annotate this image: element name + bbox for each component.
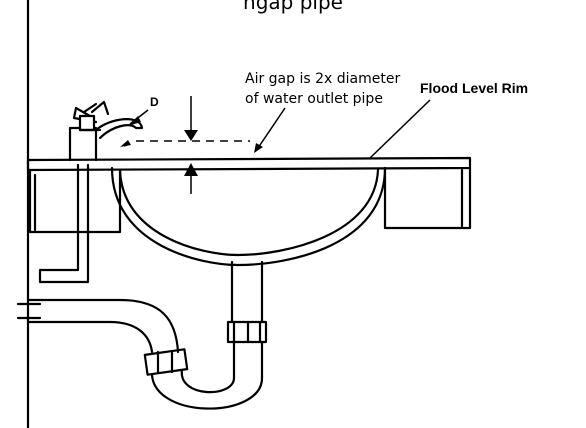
- airgap-up-arrowhead: [184, 163, 198, 176]
- p-trap-inner: [180, 368, 236, 394]
- supply-line: [38, 163, 90, 284]
- countertop: [26, 156, 472, 172]
- faucet-stem: [78, 114, 96, 132]
- faucet-spout: [94, 118, 144, 140]
- wall-escutcheon: [16, 302, 42, 320]
- p-trap-outer: [150, 368, 264, 410]
- sink-basin-inner: [118, 168, 380, 257]
- cabinet-front: [28, 168, 122, 234]
- airgap-down-arrowhead: [184, 130, 198, 141]
- flood-rim-leader-line: [369, 99, 431, 159]
- diameter-label: D: [150, 95, 159, 109]
- flood-level-rim-label: Flood Level Rim: [420, 80, 529, 96]
- airgap-note-line2: of water outlet pipe: [245, 91, 383, 107]
- faucet-handle: [72, 100, 110, 124]
- sink-basin-outer: [110, 166, 387, 267]
- cropped-title-text: ngap pipe: [243, 0, 343, 14]
- note-leader-arrowhead: [254, 143, 263, 153]
- outlet-arrowhead-upper: [128, 116, 141, 126]
- note-leader-line: [257, 107, 286, 149]
- countertop-right-side: [383, 166, 472, 230]
- trap-arm-bottom: [26, 320, 154, 354]
- slip-nut-lower: [143, 348, 189, 376]
- outlet-arrowhead-lower: [120, 140, 131, 147]
- faucet-body: [68, 126, 98, 162]
- trap-arm-top: [26, 298, 180, 354]
- airgap-note-line1: Air gap is 2x diameter: [245, 71, 401, 87]
